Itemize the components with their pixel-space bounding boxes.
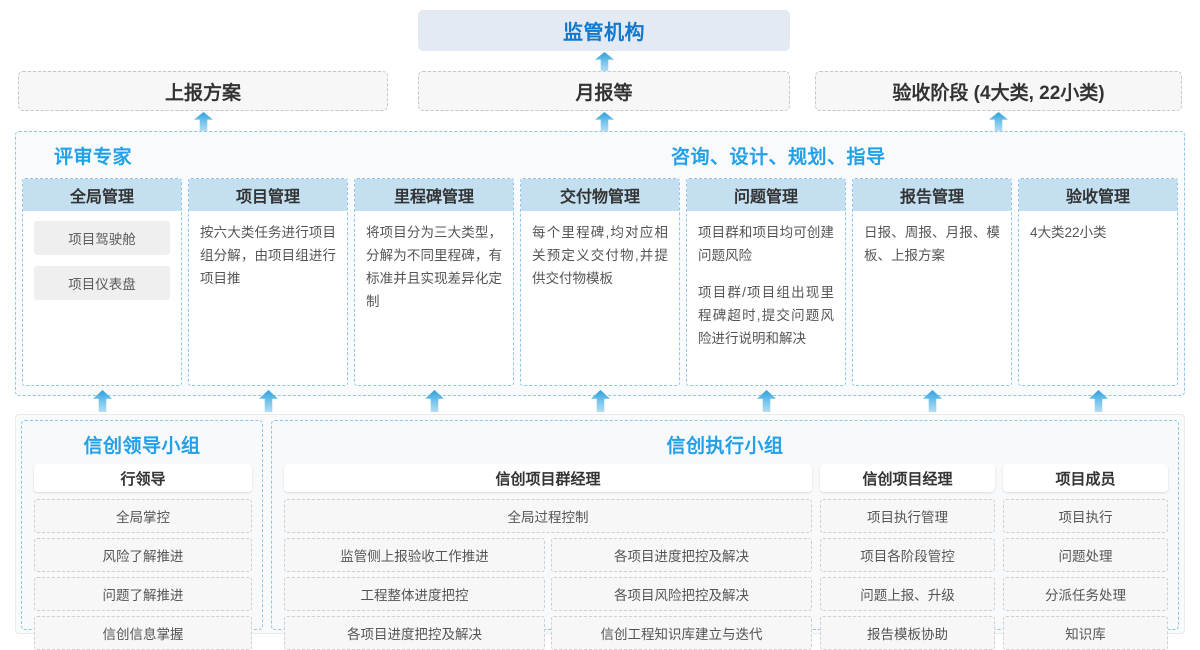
role-item[interactable]: 项目执行 xyxy=(1003,499,1168,533)
mid-description: 日报、周报、月报、模板、上报方案 xyxy=(864,225,1000,263)
role-item[interactable]: 问题处理 xyxy=(1003,538,1168,572)
mid-column-title: 问题管理 xyxy=(687,179,845,211)
bottom-section-container: 信创领导小组 行领导 全局掌控 风险了解推进 问题了解推进 信创信息掌握 信创执… xyxy=(15,414,1185,650)
mid-pill[interactable]: 项目驾驶舱 xyxy=(34,221,170,255)
mid-description: 每个里程碑,均对应相关预定义交付物,并提供交付物模板 xyxy=(532,225,668,286)
role-item[interactable]: 各项目进度把控及解决 xyxy=(551,538,812,572)
regulator-box: 监管机构 xyxy=(418,10,790,51)
mid-column-report-management[interactable]: 报告管理 日报、周报、月报、模板、上报方案 xyxy=(852,178,1012,386)
arrow-up-to-monthly-report xyxy=(595,112,614,131)
role-item[interactable]: 全局掌控 xyxy=(34,499,252,533)
mid-column-global-management[interactable]: 全局管理 项目驾驶舱 项目仪表盘 xyxy=(22,178,182,386)
mid-pill[interactable]: 项目仪表盘 xyxy=(34,266,170,300)
role-item-list: 全局掌控 风险了解推进 问题了解推进 信创信息掌握 xyxy=(34,499,252,650)
role-item-grid-left: 监管侧上报验收工作推进 工程整体进度把控 各项目进度把控及解决 xyxy=(284,538,545,650)
middle-header-review-experts: 评审专家 xyxy=(54,147,133,168)
mid-column-body: 项目群和项目均可创建问题风险 项目群/项目组出现里程碑超时,提交问题风险进行说明… xyxy=(687,211,845,358)
role-title: 项目成员 xyxy=(1003,464,1168,492)
role-item[interactable]: 报告模板协助 xyxy=(820,616,995,650)
role-item-full[interactable]: 全局过程控制 xyxy=(284,499,812,533)
role-column-bank-leader[interactable]: 行领导 全局掌控 风险了解推进 问题了解推进 信创信息掌握 xyxy=(34,464,252,650)
arrow-up-to-report-plan xyxy=(194,112,213,131)
arrow-up-to-acceptance-stage xyxy=(989,112,1008,131)
role-item[interactable]: 问题上报、升级 xyxy=(820,577,995,611)
mid-column-title: 交付物管理 xyxy=(521,179,679,211)
role-item[interactable]: 问题了解推进 xyxy=(34,577,252,611)
mid-column-body: 项目驾驶舱 项目仪表盘 xyxy=(23,211,181,319)
mid-description: 项目群/项目组出现里程碑超时,提交问题风险进行说明和解决 xyxy=(698,285,834,346)
mid-column-body: 将项目分为三大类型，分解为不同里程碑，有标准并且实现差异化定制 xyxy=(355,211,513,321)
mid-column-body: 4大类22小类 xyxy=(1019,211,1177,252)
mid-column-body: 按六大类任务进行项目组分解，由项目组进行项目推 xyxy=(189,211,347,298)
role-item-grid-right: 各项目进度把控及解决 各项目风险把控及解决 信创工程知识库建立与迭代 xyxy=(551,538,812,650)
role-title: 行领导 xyxy=(34,464,252,492)
role-title: 信创项目群经理 xyxy=(284,464,812,492)
role-item-grid: 监管侧上报验收工作推进 工程整体进度把控 各项目进度把控及解决 各项目进度把控及… xyxy=(284,538,812,650)
role-item[interactable]: 分派任务处理 xyxy=(1003,577,1168,611)
role-item-list: 全局过程控制 监管侧上报验收工作推进 工程整体进度把控 各项目进度把控及解决 各… xyxy=(284,499,812,650)
role-item[interactable]: 风险了解推进 xyxy=(34,538,252,572)
topbox-monthly-report: 月报等 xyxy=(418,71,790,111)
bottom-group-title: 信创执行小组 xyxy=(666,436,784,457)
role-item[interactable]: 信创工程知识库建立与迭代 xyxy=(551,616,812,650)
role-item-list: 项目执行管理 项目各阶段管控 问题上报、升级 报告模板协助 xyxy=(820,499,995,650)
mid-description: 项目群和项目均可创建问题风险 xyxy=(698,225,834,263)
role-column-project-manager[interactable]: 信创项目经理 项目执行管理 项目各阶段管控 问题上报、升级 报告模板协助 xyxy=(820,464,995,650)
mid-column-body: 日报、周报、月报、模板、上报方案 xyxy=(853,211,1011,275)
topbox-report-plan: 上报方案 xyxy=(18,71,388,111)
mid-description: 4大类22小类 xyxy=(1030,225,1107,240)
mid-column-issue-management[interactable]: 问题管理 项目群和项目均可创建问题风险 项目群/项目组出现里程碑超时,提交问题风… xyxy=(686,178,846,386)
mid-column-project-management[interactable]: 项目管理 按六大类任务进行项目组分解，由项目组进行项目推 xyxy=(188,178,348,386)
role-column-project-members[interactable]: 项目成员 项目执行 问题处理 分派任务处理 知识库 xyxy=(1003,464,1168,650)
mid-column-title: 报告管理 xyxy=(853,179,1011,211)
role-item[interactable]: 工程整体进度把控 xyxy=(284,577,545,611)
role-item[interactable]: 信创信息掌握 xyxy=(34,616,252,650)
bottom-group-leadership: 信创领导小组 行领导 全局掌控 风险了解推进 问题了解推进 信创信息掌握 xyxy=(21,420,263,650)
mid-column-title: 项目管理 xyxy=(189,179,347,211)
role-item[interactable]: 项目各阶段管控 xyxy=(820,538,995,572)
role-title: 信创项目经理 xyxy=(820,464,995,492)
mid-description: 按六大类任务进行项目组分解，由项目组进行项目推 xyxy=(200,225,336,286)
role-item[interactable]: 各项目进度把控及解决 xyxy=(284,616,545,650)
role-item[interactable]: 各项目风险把控及解决 xyxy=(551,577,812,611)
mid-column-deliverable-management[interactable]: 交付物管理 每个里程碑,均对应相关预定义交付物,并提供交付物模板 xyxy=(520,178,680,386)
mid-column-acceptance-management[interactable]: 验收管理 4大类22小类 xyxy=(1018,178,1178,386)
bottom-group-execution: 信创执行小组 信创项目群经理 全局过程控制 监管侧上报验收工作推进 工程整体进度… xyxy=(271,420,1179,650)
mid-column-title: 全局管理 xyxy=(23,179,181,211)
mid-column-title: 验收管理 xyxy=(1019,179,1177,211)
mid-column-body: 每个里程碑,均对应相关预定义交付物,并提供交付物模板 xyxy=(521,211,679,298)
mid-description: 将项目分为三大类型，分解为不同里程碑，有标准并且实现差异化定制 xyxy=(366,225,502,309)
role-item[interactable]: 知识库 xyxy=(1003,616,1168,650)
role-item-list: 项目执行 问题处理 分派任务处理 知识库 xyxy=(1003,499,1168,650)
arrow-up-to-regulator xyxy=(595,52,614,71)
bottom-group-title: 信创领导小组 xyxy=(83,436,201,457)
topbox-acceptance-stage: 验收阶段 (4大类, 22小类) xyxy=(815,71,1182,111)
role-item[interactable]: 项目执行管理 xyxy=(820,499,995,533)
middle-header-consulting: 咨询、设计、规划、指导 xyxy=(671,147,886,168)
role-item[interactable]: 监管侧上报验收工作推进 xyxy=(284,538,545,572)
mid-column-milestone-management[interactable]: 里程碑管理 将项目分为三大类型，分解为不同里程碑，有标准并且实现差异化定制 xyxy=(354,178,514,386)
middle-section-headers: 评审专家 咨询、设计、规划、指导 xyxy=(16,132,1184,176)
role-column-program-manager[interactable]: 信创项目群经理 全局过程控制 监管侧上报验收工作推进 工程整体进度把控 各项目进… xyxy=(284,464,812,650)
mid-column-title: 里程碑管理 xyxy=(355,179,513,211)
